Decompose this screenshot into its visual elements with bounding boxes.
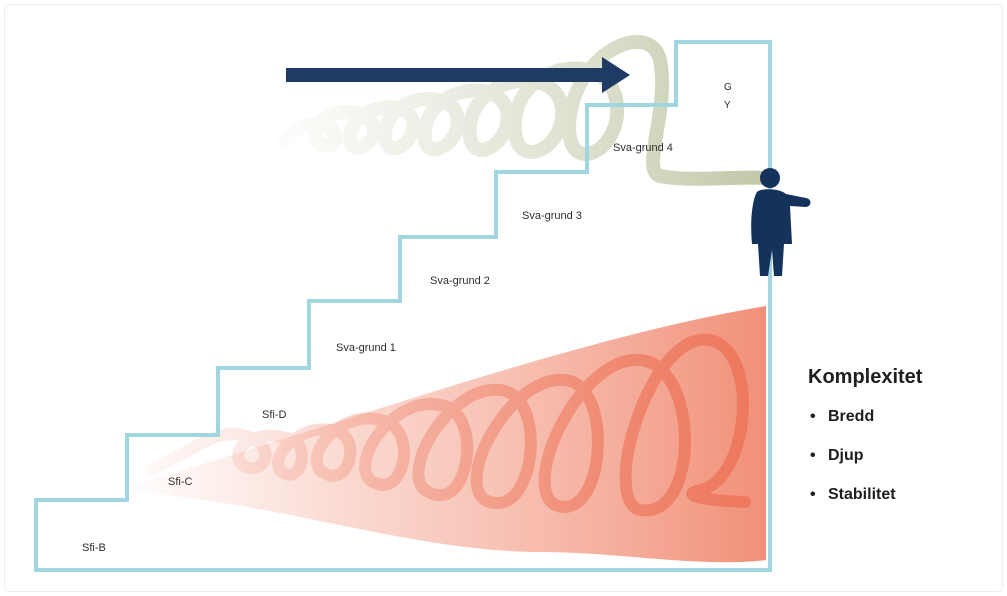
legend-title: Komplexitet bbox=[808, 366, 988, 389]
step-label-sva-grund-3: Sva-grund 3 bbox=[522, 210, 582, 222]
legend-item: • Djup bbox=[808, 446, 988, 466]
legend-item-label: Bredd bbox=[828, 408, 874, 425]
step-label-sfi-b: Sfi-B bbox=[82, 542, 106, 554]
step-label-sva-grund-2: Sva-grund 2 bbox=[430, 275, 490, 287]
legend-list: • Bredd • Djup • Stabilitet bbox=[808, 407, 988, 505]
legend-item: • Bredd bbox=[808, 407, 988, 427]
step-label-sva-grund-1: Sva-grund 1 bbox=[336, 342, 396, 354]
complexity-legend: Komplexitet • Bredd • Djup • Stabilitet bbox=[808, 366, 988, 524]
legend-item-label: Stabilitet bbox=[828, 486, 896, 503]
step-label-sfi-c: Sfi-C bbox=[168, 476, 192, 488]
bullet-icon: • bbox=[810, 485, 816, 505]
top-step-label-g: G bbox=[724, 82, 732, 93]
bullet-icon: • bbox=[810, 407, 816, 427]
step-label-sfi-d: Sfi-D bbox=[262, 409, 286, 421]
legend-item-label: Djup bbox=[828, 447, 864, 464]
step-label-sva-grund-4: Sva-grund 4 bbox=[613, 142, 673, 154]
legend-item: • Stabilitet bbox=[808, 485, 988, 505]
upper-spiral bbox=[285, 42, 766, 179]
bullet-icon: • bbox=[810, 446, 816, 466]
top-step-label-y: Y bbox=[724, 100, 731, 111]
